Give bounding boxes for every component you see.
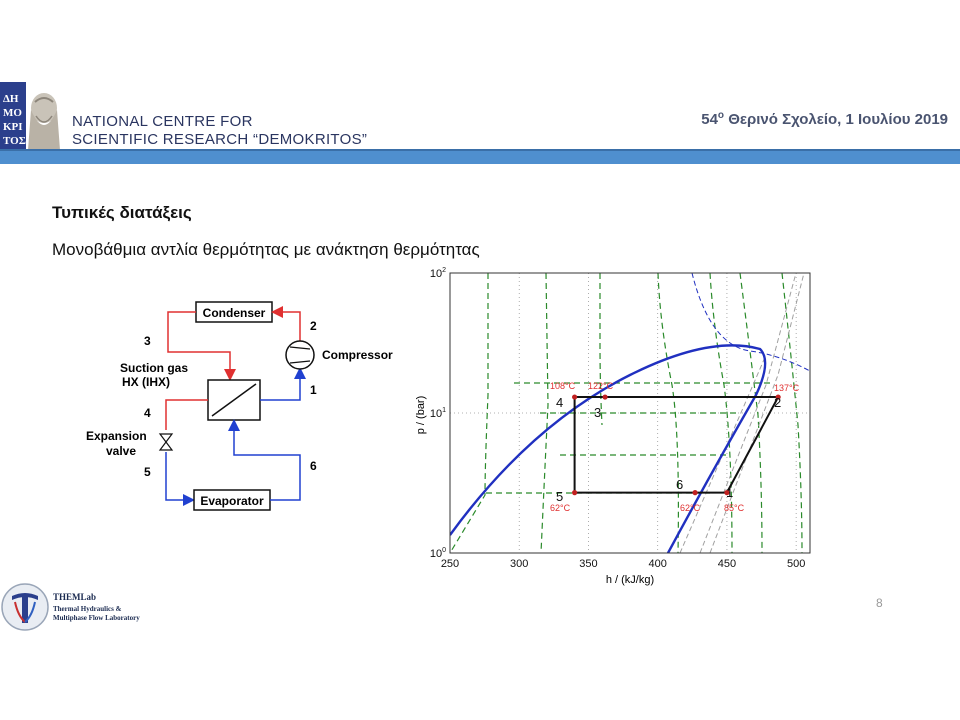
slide-subtitle: Μονοβάθμια αντλία θερμότητας με ανάκτηση… (52, 240, 480, 259)
temp-label-3: 122°C (588, 381, 614, 391)
node-label-6: 6 (310, 459, 317, 473)
conference-title: 54ο Θερινό Σχολείο, 1 Ιουλίου 2019 (701, 110, 948, 128)
state-point-3 (602, 394, 608, 400)
compressor-icon (285, 340, 315, 370)
lab-name-line2: Thermal Hydraulics & (53, 605, 122, 613)
temp-label-2: 137°C (774, 383, 800, 393)
slide-number: 8 (876, 596, 883, 610)
node-label-3: 3 (144, 334, 151, 348)
x-tick-label: 400 (649, 558, 667, 570)
temperature-labels: 108°C 122°C 137°C 62°C 62°C 85°C (550, 381, 800, 513)
state-label-2: 2 (774, 395, 781, 410)
state-label-1: 1 (726, 485, 733, 500)
compressor-label: Compressor (322, 348, 393, 362)
condenser-label: Condenser (203, 306, 266, 320)
cycle-state-markers (572, 394, 781, 496)
state-point-labels: 4 3 2 5 6 1 (556, 395, 781, 504)
state-point-5 (572, 490, 578, 496)
evaporator-box: Evaporator (193, 489, 271, 511)
state-label-4: 4 (556, 395, 563, 410)
expansion-valve-icon (158, 433, 174, 451)
ihx-label-line1: Suction gas (120, 361, 188, 375)
x-tick-label: 250 (441, 558, 459, 570)
svg-text:ΔΗ: ΔΗ (3, 93, 19, 105)
expansion-valve-label-line2: valve (106, 444, 136, 458)
temp-label-6: 62°C (680, 503, 701, 513)
temp-label-1: 85°C (724, 503, 745, 513)
y-tick-100: 102 (430, 267, 446, 280)
institution-name-line1: NATIONAL CENTRE FOR (72, 113, 253, 130)
institution-name-line2: SCIENTIFIC RESEARCH “DEMOKRITOS” (72, 131, 368, 148)
state-point-6 (692, 490, 698, 496)
svg-text:ΤΟΣ: ΤΟΣ (3, 135, 26, 147)
heat-pump-schematic: Condenser 2 3 Suction gas HX (IHX) 4 Exp… (86, 301, 393, 511)
y-axis-label: p / (bar) (415, 396, 427, 435)
ihx-box (207, 379, 261, 421)
conference-ordinal: ο (717, 110, 725, 121)
conference-title-text: Θερινό Σχολείο, 1 Ιουλίου 2019 (724, 111, 948, 128)
themlab-logo (1, 583, 49, 631)
ihx-label-line2: HX (IHX) (122, 375, 170, 389)
temp-label-4: 108°C (550, 381, 576, 391)
node-label-1: 1 (310, 383, 317, 397)
x-tick-label: 450 (718, 558, 736, 570)
x-axis-label: h / (kJ/kg) (606, 574, 654, 586)
state-point-4 (572, 394, 578, 400)
slide-heading: Τυπικές διατάξεις (52, 203, 192, 222)
ph-curves (450, 273, 810, 553)
temp-label-5: 62°C (550, 503, 571, 513)
y-tick-10: 101 (430, 407, 446, 420)
evaporator-label: Evaporator (200, 494, 264, 508)
header-divider-bar (0, 149, 960, 164)
node-label-4: 4 (144, 406, 151, 420)
svg-text:ΜΟ: ΜΟ (3, 107, 22, 119)
state-label-6: 6 (676, 477, 683, 492)
x-tick-label: 300 (510, 558, 528, 570)
state-point-2 (775, 394, 781, 400)
ph-diagram-chart: 108°C 122°C 137°C 62°C 62°C 85°C 4 3 2 5… (415, 267, 811, 586)
y-tick-1: 100 (430, 547, 446, 560)
demokritos-logo: ΔΗ ΜΟ ΚΡΙ ΤΟΣ (0, 80, 70, 154)
node-label-2: 2 (310, 319, 317, 333)
lab-name: THEMLab (53, 592, 97, 602)
x-tick-label: 350 (579, 558, 597, 570)
expansion-valve-label-line1: Expansion (86, 429, 147, 443)
x-axis-ticks: 250 300 350 400 450 500 (441, 558, 806, 570)
x-tick-label: 500 (787, 558, 805, 570)
condenser-box: Condenser (195, 301, 273, 323)
y-axis-ticks: 102 101 100 (430, 267, 446, 560)
svg-text:ΚΡΙ: ΚΡΙ (3, 121, 23, 133)
conference-number: 54 (701, 111, 718, 128)
lab-name-line3: Multiphase Flow Laboratory (53, 614, 140, 622)
state-label-5: 5 (556, 489, 563, 504)
state-point-1 (724, 490, 730, 496)
state-label-3: 3 (594, 405, 601, 420)
node-label-5: 5 (144, 465, 151, 479)
